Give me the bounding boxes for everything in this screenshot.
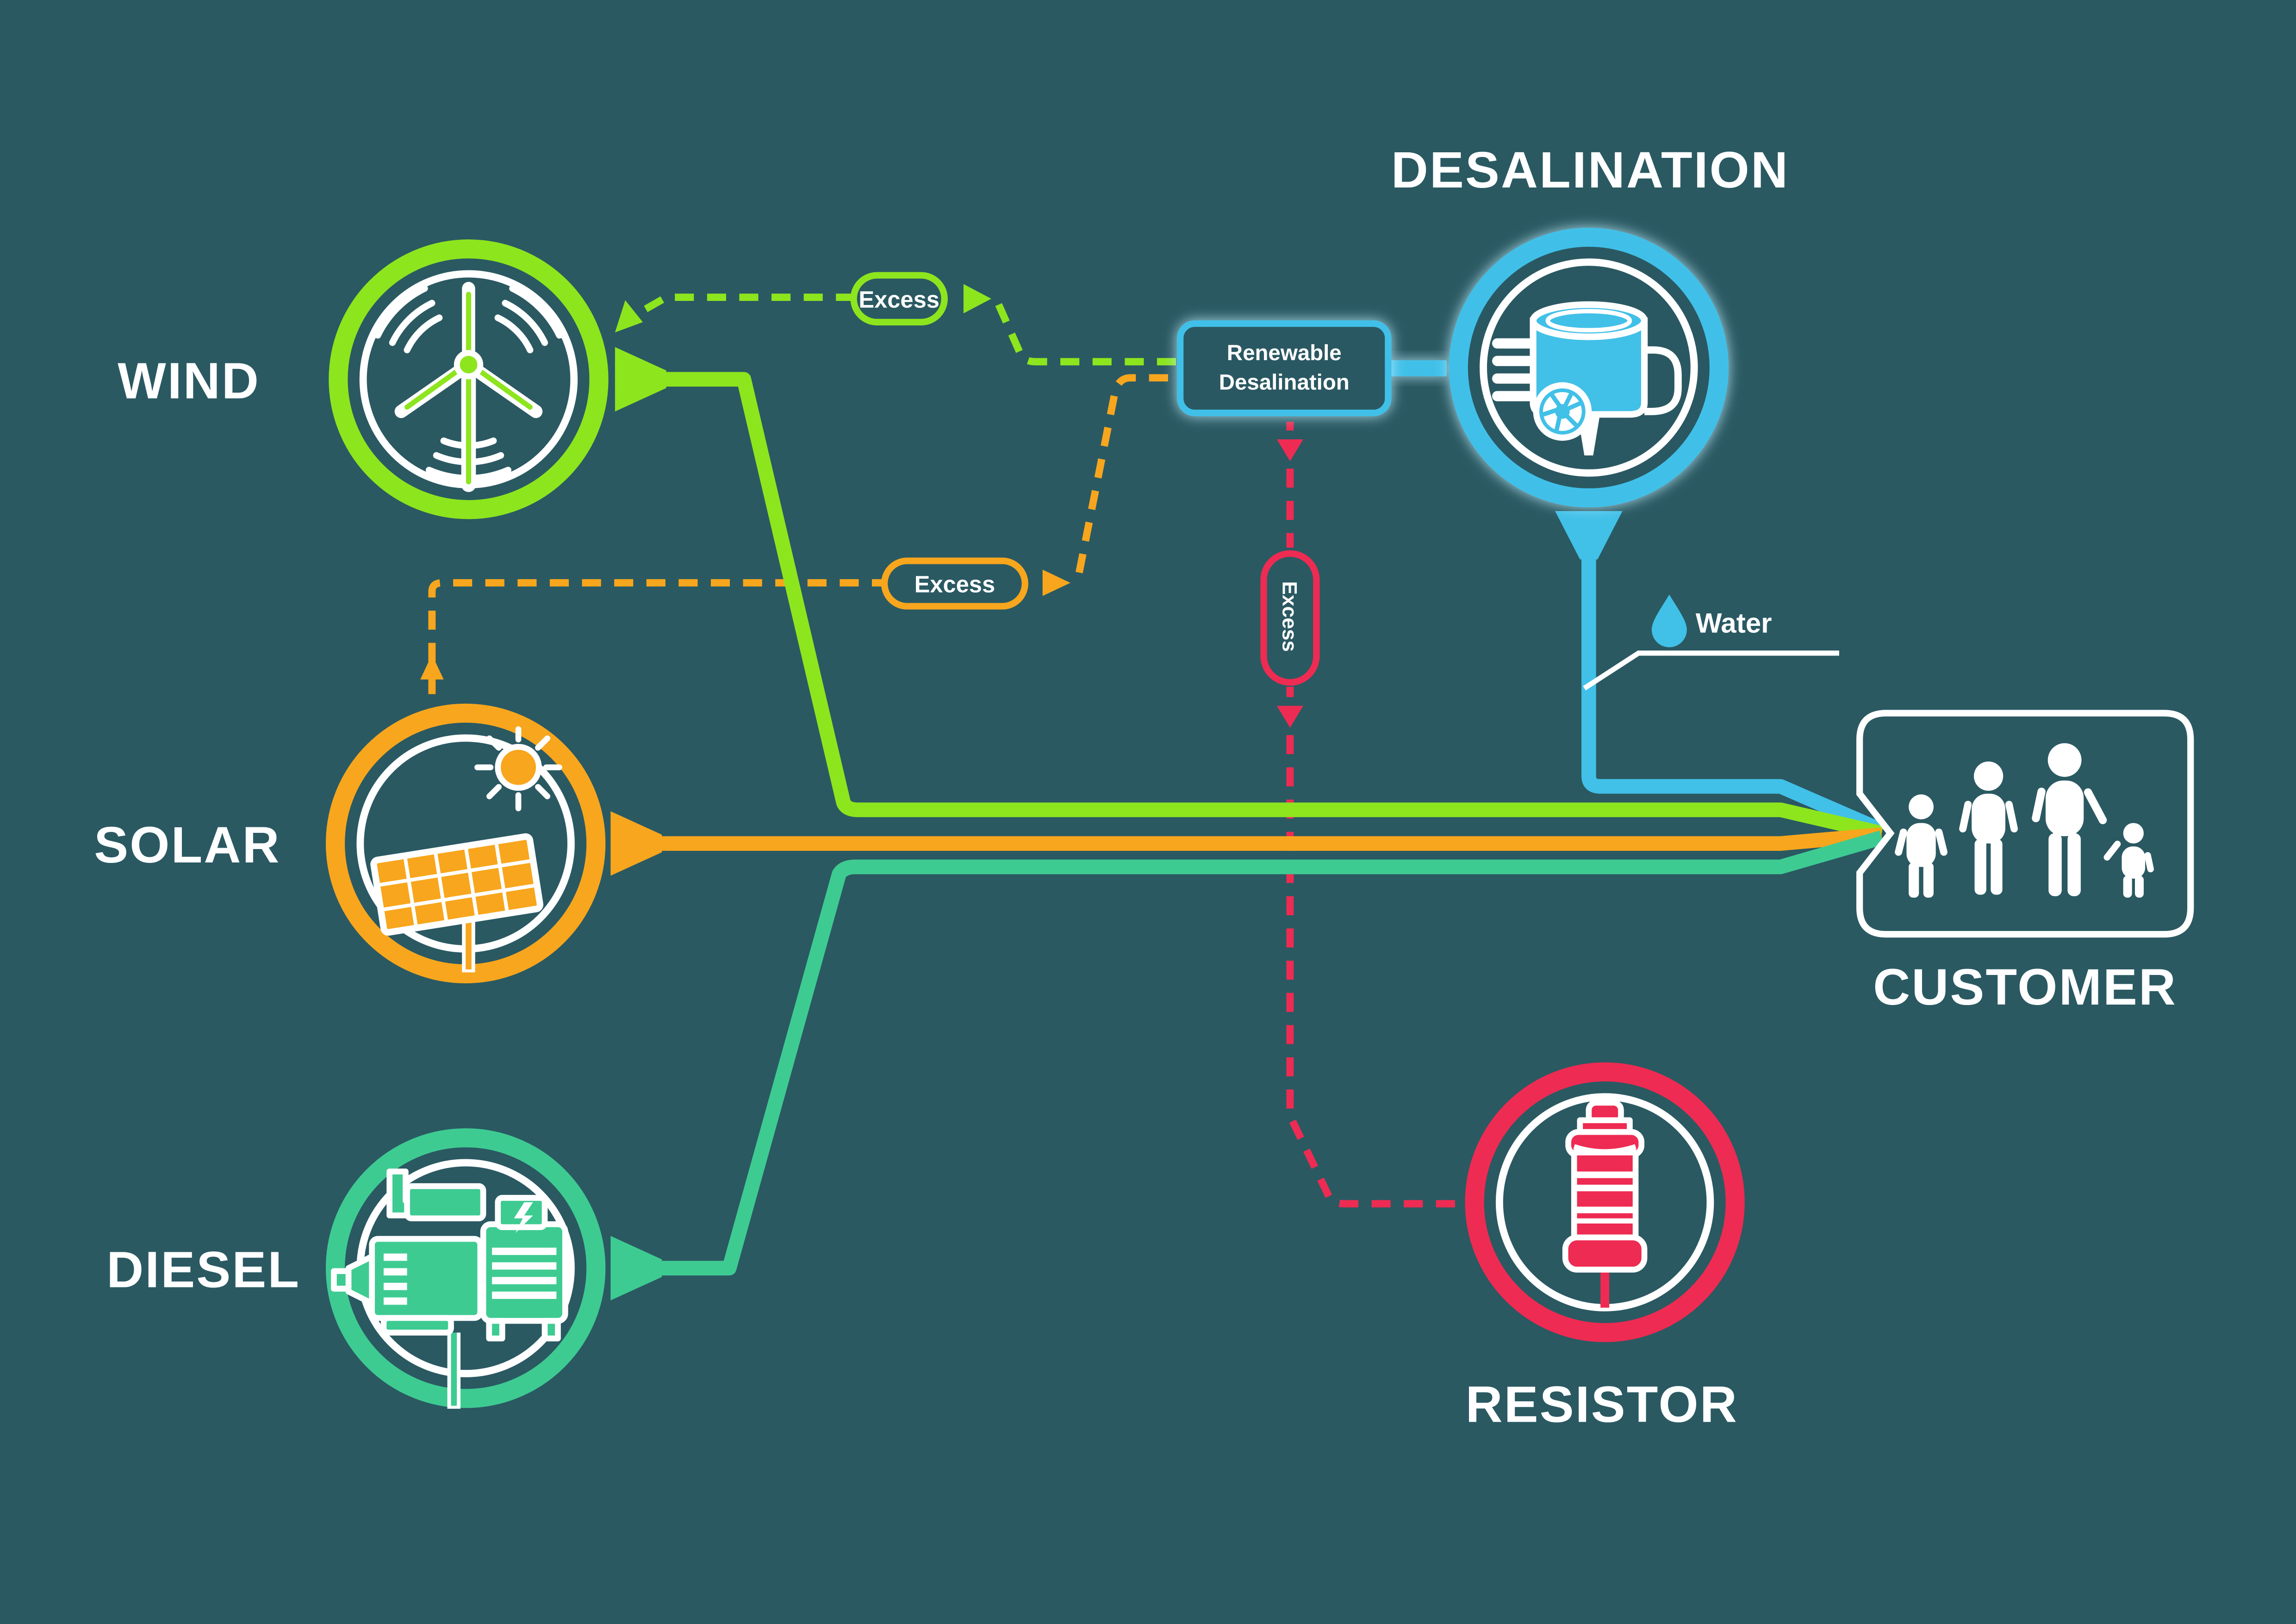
solar-panel-icon — [370, 726, 562, 973]
renewable-desalination-box: Renewable Desalination — [1176, 320, 1392, 417]
diesel-funnel — [610, 1236, 662, 1300]
customer-box — [1856, 710, 2194, 938]
desalination-node: DESALINATION — [1391, 142, 1789, 508]
renewable-desalination-line2: Desalination — [1219, 370, 1350, 394]
wind-excess-path — [615, 284, 1181, 366]
solar-supply-line — [659, 827, 1882, 851]
wind-line — [615, 347, 1884, 841]
water-pipe — [1581, 553, 1885, 837]
diesel-supply-line — [659, 831, 1884, 1276]
desalination-plant-icon — [1492, 301, 1682, 456]
diesel-generator-icon — [331, 1168, 568, 1409]
water-line — [1391, 360, 1885, 837]
diesel-label: DIESEL — [106, 1241, 300, 1298]
family-icon — [1895, 743, 2154, 898]
solar-excess-arrow-icon — [420, 654, 444, 680]
water-label: Water — [1696, 608, 1772, 639]
water-leader-line — [1583, 650, 1839, 691]
arrow-into-wind-icon — [615, 300, 643, 333]
wind-excess-dashed-line-2 — [995, 303, 1181, 366]
desalination-label: DESALINATION — [1391, 142, 1789, 199]
diesel-line — [610, 831, 1884, 1300]
wind-supply-line — [663, 372, 1884, 841]
wind-node: WIND — [118, 239, 609, 519]
wind-excess-label: Excess — [859, 286, 940, 312]
person-child — [1895, 794, 1948, 898]
solar-label: SOLAR — [94, 817, 280, 874]
desal-excess-dashed-line-4 — [1286, 735, 1462, 1208]
solar-excess-pill: Excess — [881, 557, 1028, 610]
person-toddler — [2103, 823, 2154, 898]
desal-excess-arrow-down2-icon — [1276, 706, 1303, 728]
diesel-node: DIESEL — [106, 1128, 606, 1409]
wind-turbine-icon — [374, 281, 563, 492]
desalination-excess-pill: Excess — [1260, 550, 1320, 686]
resistor-label: RESISTOR — [1466, 1376, 1738, 1433]
wind-label: WIND — [118, 352, 260, 409]
desalination-excess-label: Excess — [1278, 581, 1301, 652]
wind-funnel — [615, 347, 666, 412]
resistor-node: RESISTOR — [1465, 1062, 1745, 1433]
desalination-funnel — [1555, 511, 1623, 560]
solar-excess-path — [420, 374, 1181, 694]
water-drop-icon — [1651, 594, 1687, 648]
desalination-excess-path — [1276, 422, 1462, 1208]
solar-excess-dashed-line-2 — [1076, 374, 1181, 574]
wind-excess-dashed-line-1 — [644, 294, 854, 312]
person-teen — [1959, 761, 2018, 895]
wind-excess-pill: Excess — [850, 272, 948, 326]
desal-excess-arrow-down-icon — [1276, 439, 1303, 462]
customer-node: CUSTOMER — [1856, 710, 2194, 1016]
resistor-icon — [1562, 1099, 1648, 1308]
solar-line — [610, 811, 1882, 876]
customer-label: CUSTOMER — [1873, 959, 2177, 1016]
wind-excess-arrow-icon — [963, 284, 991, 313]
renewable-desalination-line1: Renewable — [1227, 341, 1342, 365]
solar-funnel — [610, 811, 662, 876]
solar-node: SOLAR — [94, 703, 606, 984]
solar-excess-arrow2-icon — [1042, 569, 1070, 596]
solar-excess-dashed-line-1 — [428, 579, 882, 694]
solar-excess-label: Excess — [915, 571, 996, 598]
renewable-desal-connector — [1391, 360, 1447, 376]
water-callout: Water — [1583, 594, 1839, 691]
person-adult — [2032, 743, 2107, 896]
